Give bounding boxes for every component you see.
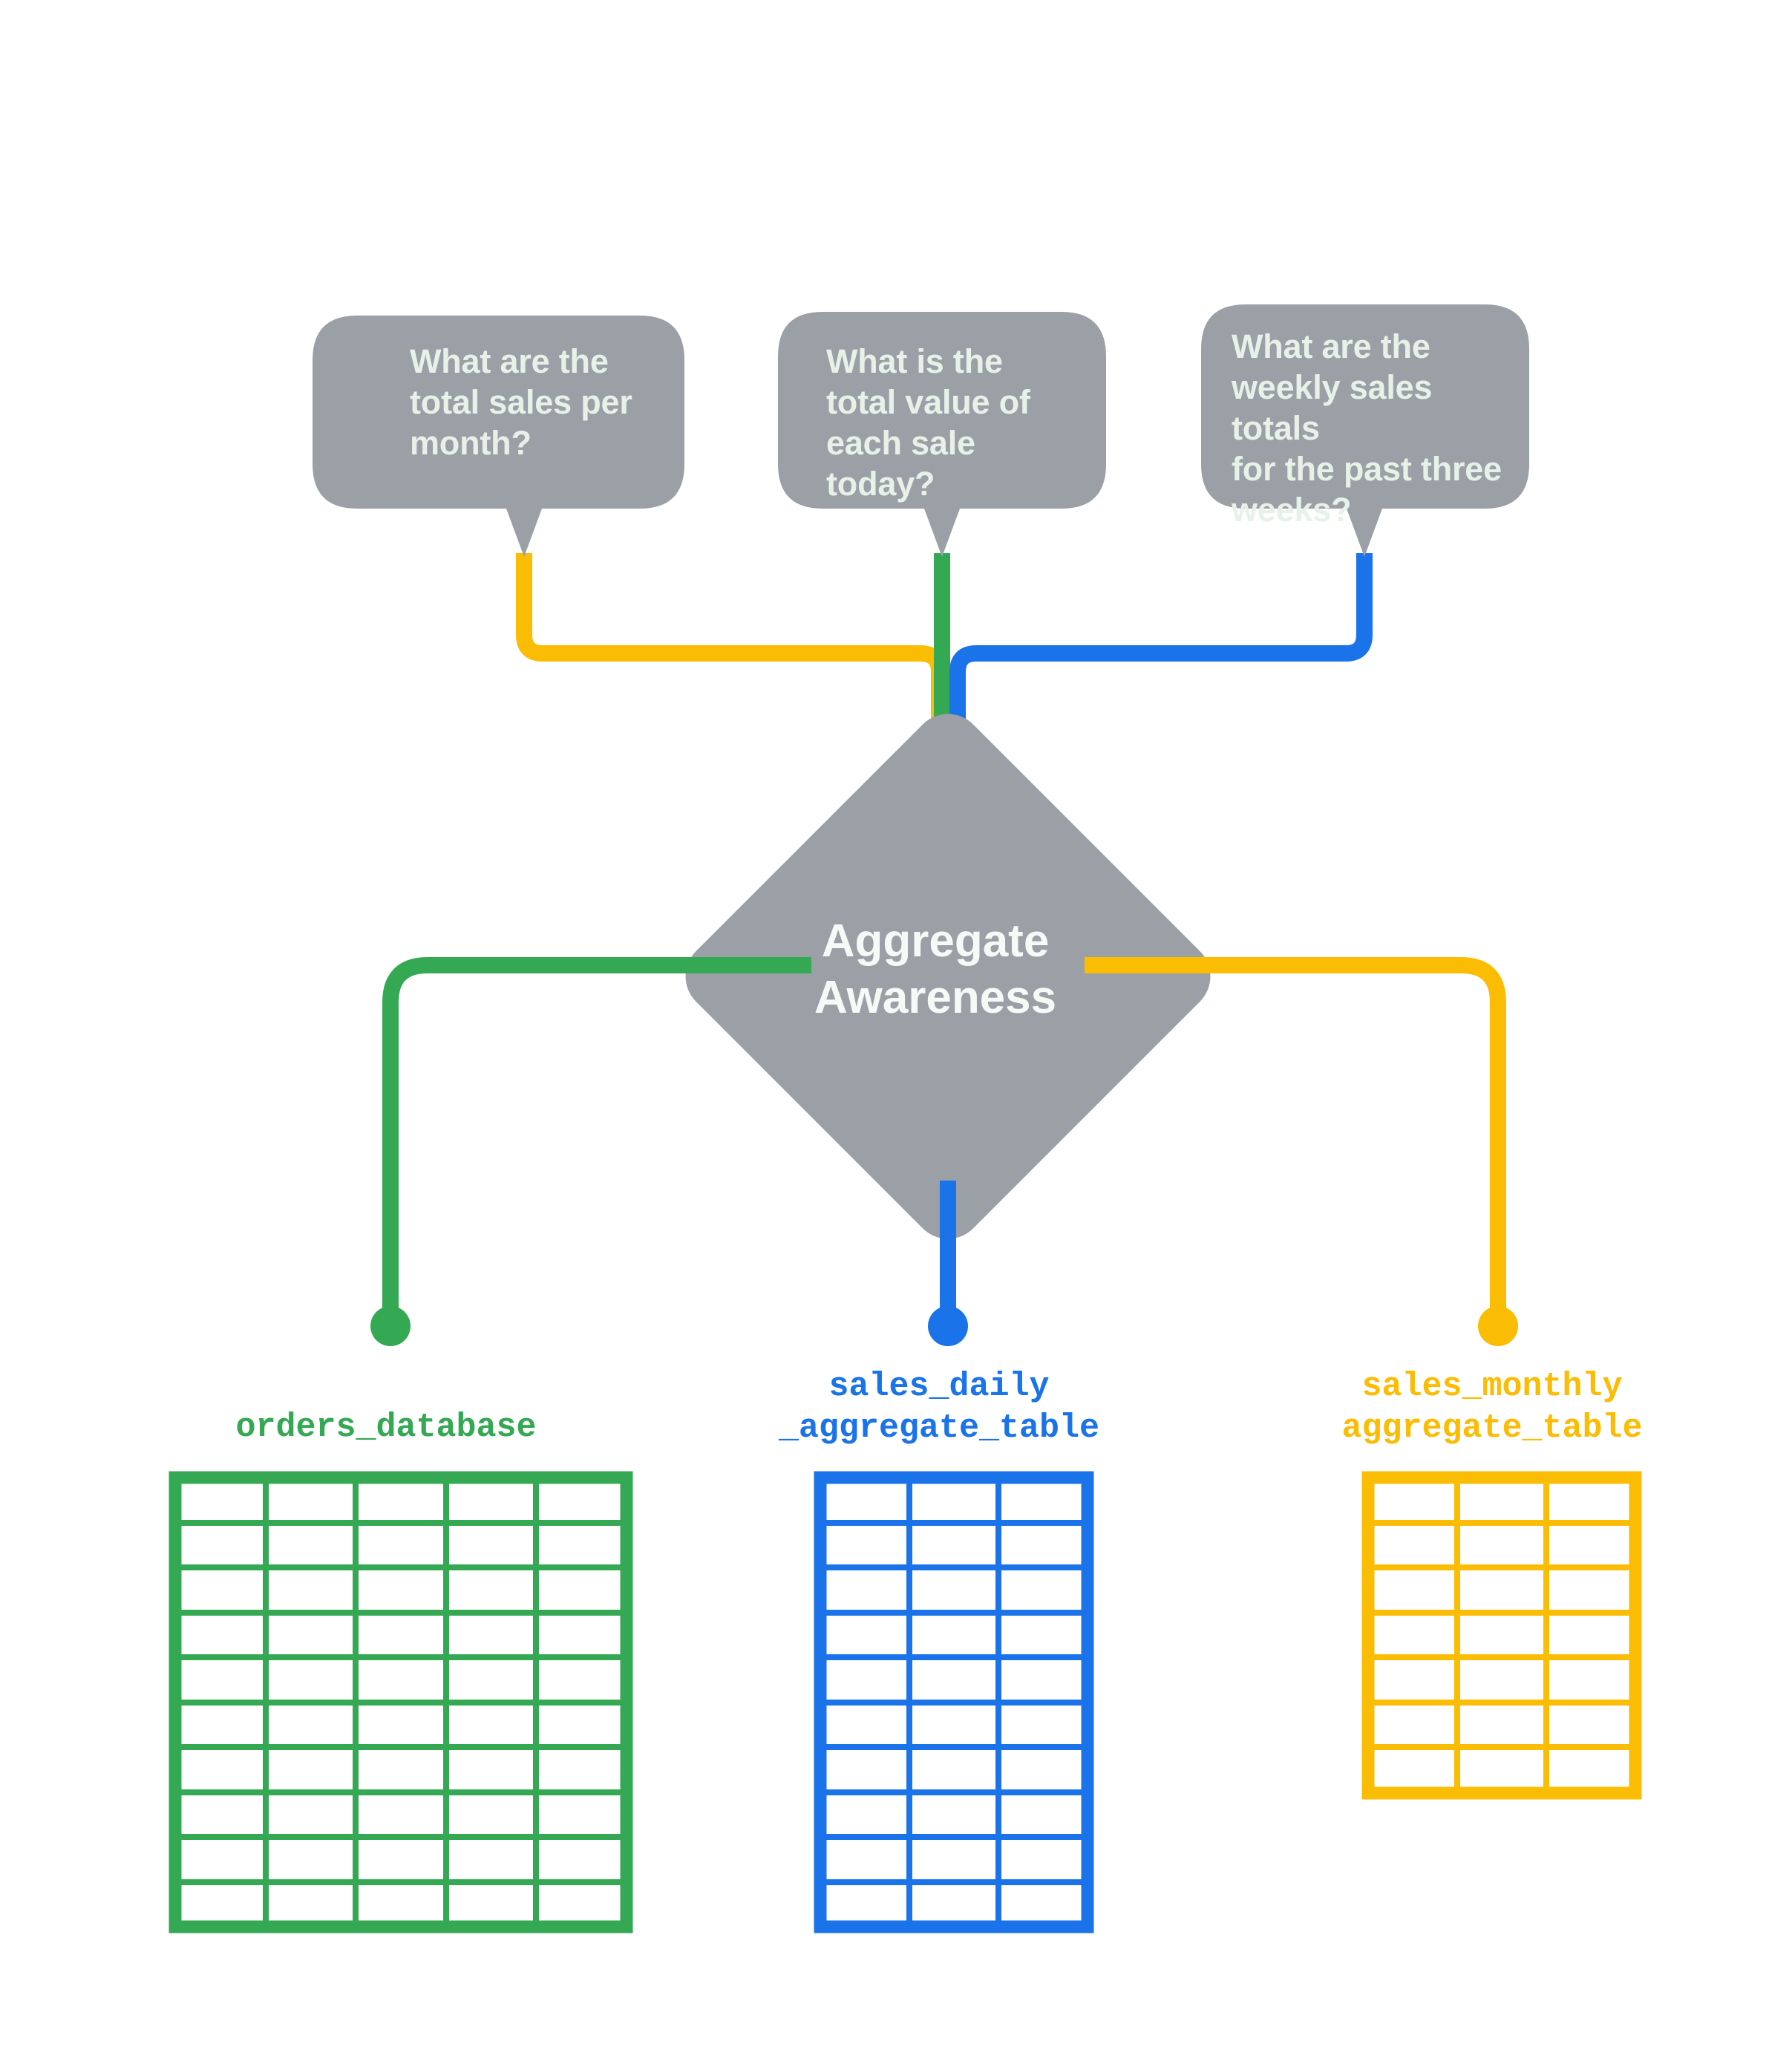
connector-question1-to-node — [516, 553, 947, 776]
endpoint-dot-sales-daily — [928, 1306, 968, 1346]
table-orders-database[interactable] — [169, 1471, 633, 1933]
question-bubble-2-text: What is the total value of each sale tod… — [826, 342, 1030, 503]
question-bubble-1[interactable] — [313, 316, 684, 557]
endpoint-dot-sales-monthly — [1478, 1306, 1518, 1346]
table-label-orders-database: orders_database — [235, 1409, 537, 1446]
table-label-sales-monthly-aggregate: sales_monthly aggregate_table — [1341, 1368, 1643, 1447]
question-bubble-2[interactable] — [778, 312, 1106, 557]
table-label-sales-daily-aggregate: sales_daily _aggregate_table — [778, 1368, 1100, 1447]
bubble-shape-1 — [313, 316, 684, 557]
center-node-aggregate-awareness[interactable] — [671, 699, 1226, 1254]
table-sales-daily-aggregate[interactable] — [814, 1471, 1094, 1933]
center-node-label: Aggregate Awareness — [814, 915, 1057, 1023]
bubble-shape-3 — [1201, 304, 1529, 557]
connector-question3-to-node — [949, 553, 1373, 776]
question-bubble-3[interactable] — [1201, 304, 1529, 557]
bubble-shape-2 — [778, 312, 1106, 557]
endpoint-dot-orders-database — [370, 1306, 411, 1346]
question-bubble-3-text: What are the weekly sales totals for the… — [1232, 327, 1502, 529]
connector-node-to-orders-database — [382, 957, 811, 1322]
table-sales-monthly-aggregate[interactable] — [1361, 1471, 1642, 1800]
question-bubble-1-text: What are the total sales per month? — [410, 342, 632, 462]
diamond-shape — [685, 714, 1211, 1239]
connector-node-to-sales-monthly — [1085, 957, 1506, 1322]
